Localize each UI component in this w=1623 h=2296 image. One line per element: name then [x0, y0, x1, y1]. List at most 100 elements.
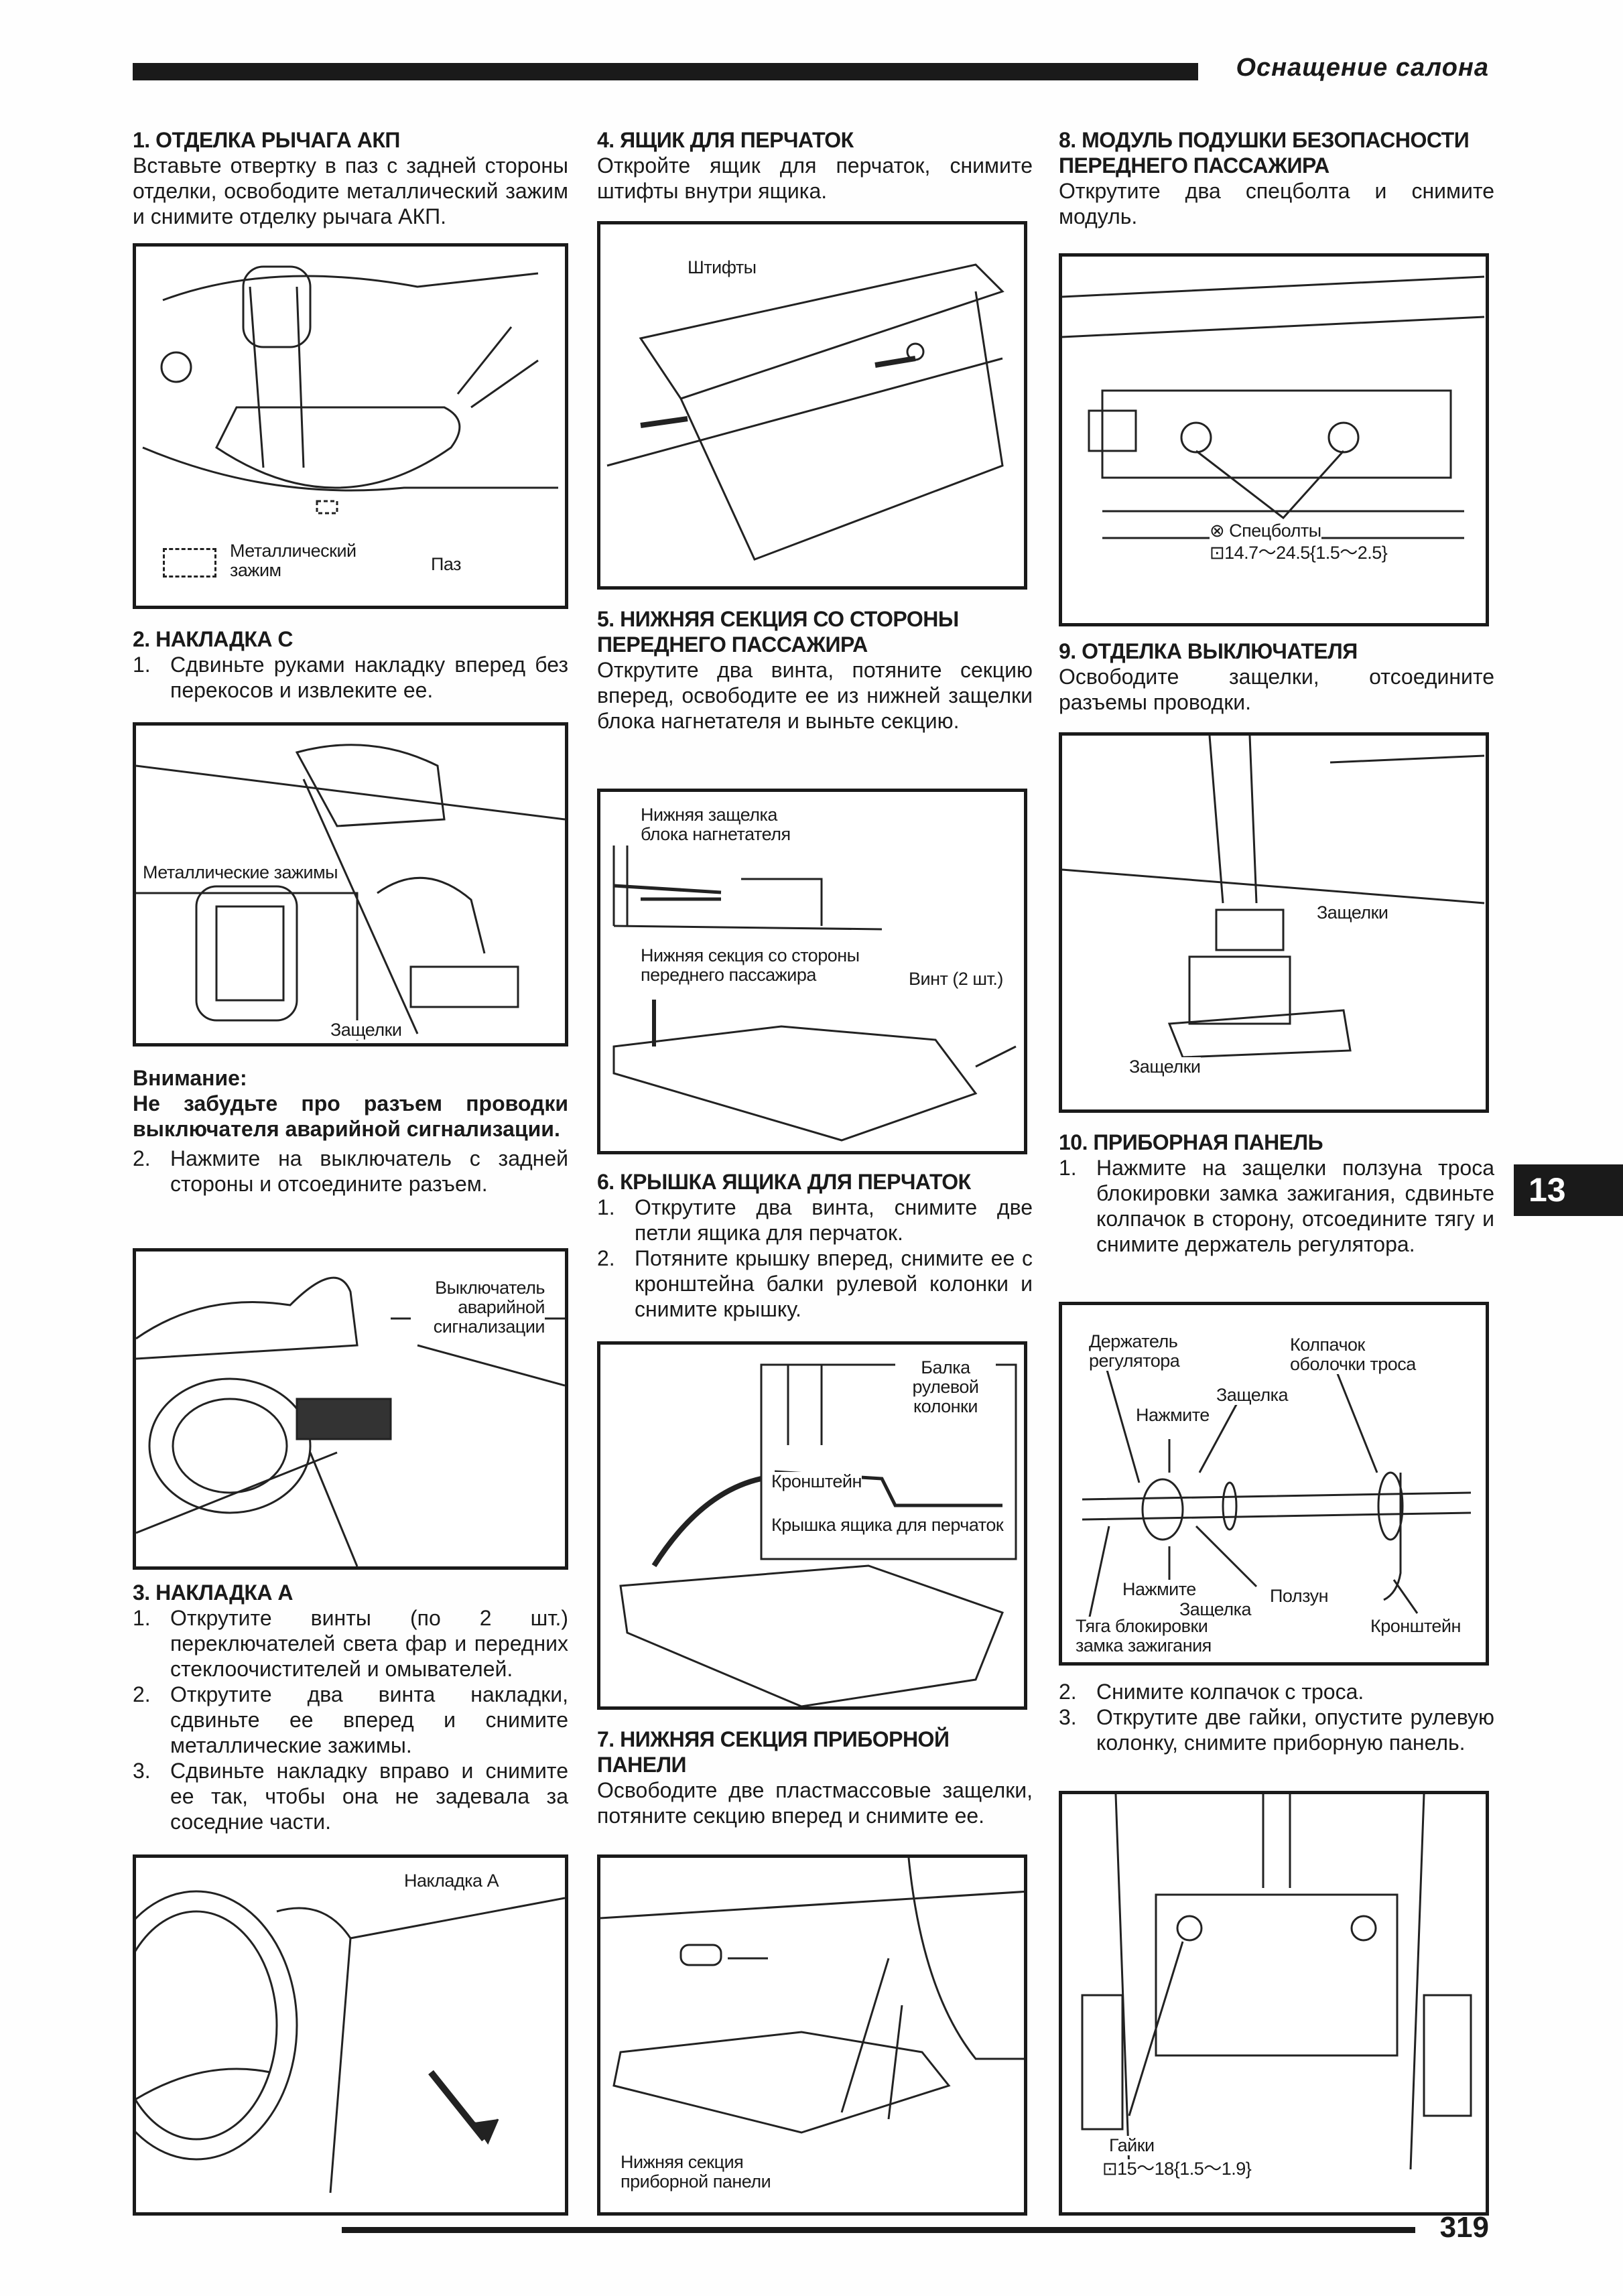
figure-hazard-switch: Выключатель аварийной сигнализации: [133, 1248, 568, 1570]
list-item: 1. Открутите винты (по 2 шт.) переключате…: [133, 1605, 568, 1682]
label-lower-section: Нижняя секция со стороны переднего пасса…: [641, 946, 875, 985]
list-item: 2. Снимите колпачок с троса.: [1059, 1679, 1494, 1704]
section-5: 5. НИЖНЯЯ СЕКЦИЯ СО СТОРОНЫ ПЕРЕДНЕГО ПА…: [597, 606, 1033, 734]
dashed-box-icon: [163, 548, 216, 578]
item-number: 1.: [133, 653, 151, 677]
list-item: 2. Потяните крышку вперед, снимите ее с к…: [597, 1245, 1033, 1322]
figure-lower-instrument-section: Нижняя секция приборной панели: [597, 1854, 1027, 2216]
header-bar: [133, 63, 1198, 80]
section-10: 10. ПРИБОРНАЯ ПАНЕЛЬ 1. Нажмите на защелк…: [1059, 1130, 1494, 1257]
item-text: Потяните крышку вперед, снимите ее с кро…: [635, 1246, 1033, 1321]
section-text: Освободите две пластмассовые защелки, по…: [597, 1778, 1033, 1828]
warning-title: Внимание:: [133, 1066, 247, 1090]
section-heading: 5. НИЖНЯЯ СЕКЦИЯ СО СТОРОНЫ ПЕРЕДНЕГО ПА…: [597, 607, 959, 657]
section-text: Откройте ящик для перчаток, снимите штиф…: [597, 153, 1033, 203]
footer-rule: [342, 2227, 1415, 2233]
section-heading: 9. ОТДЕЛКА ВЫКЛЮЧАТЕЛЯ: [1059, 639, 1358, 663]
label-cable-cap: Колпачок оболочки троса: [1290, 1335, 1437, 1374]
section-10-cont: 2. Снимите колпачок с троса. 3. Открутите …: [1059, 1679, 1494, 1755]
section-title: Оснащение салона: [1236, 54, 1489, 82]
section-9: 9. ОТДЕЛКА ВЫКЛЮЧАТЕЛЯ Освободите защелк…: [1059, 638, 1494, 715]
item-number: 3.: [133, 1759, 151, 1783]
section-heading: 3. НАКЛАДКА А: [133, 1580, 294, 1605]
label-regulator-holder: Держатель регулятора: [1089, 1332, 1203, 1371]
label-press-bottom: Нажмите: [1122, 1579, 1196, 1599]
list-item: 2. Нажмите на выключатель с задней сторон…: [133, 1146, 568, 1197]
section-3: 3. НАКЛАДКА А 1. Открутите винты (по 2 шт…: [133, 1580, 568, 1834]
figure-shift-lever-trim: Металлический зажим Паз: [133, 243, 568, 609]
label-bracket: Кронштейн: [771, 1471, 862, 1491]
item-number: 2.: [133, 1682, 151, 1706]
list-item: 3. Открутите две гайки, опустите рулевую …: [1059, 1704, 1494, 1755]
label-slider: Ползун: [1270, 1586, 1329, 1606]
section-heading: 4. ЯЩИК ДЛЯ ПЕРЧАТОК: [597, 128, 854, 152]
section-1: 1. ОТДЕЛКА РЫЧАГА АКП Вставьте отвертку …: [133, 127, 568, 229]
label-hazard-switch: Выключатель аварийной сигнализации: [411, 1278, 545, 1337]
list-item: 1. Нажмите на защелки ползуна троса блоки…: [1059, 1155, 1494, 1257]
item-text: Нажмите на выключатель с задней стороны …: [170, 1146, 568, 1196]
figure-ignition-cable: Держатель регулятора Колпачок оболочки т…: [1059, 1302, 1489, 1666]
label-press-top: Нажмите: [1136, 1405, 1210, 1425]
item-number: 2.: [1059, 1680, 1077, 1704]
section-2: 2. НАКЛАДКА С 1. Сдвиньте руками накладку…: [133, 626, 568, 703]
section-heading: 6. КРЫШКА ЯЩИКА ДЛЯ ПЕРЧАТОК: [597, 1170, 971, 1194]
torque-text: 15～18{1.5～1.9}: [1117, 2159, 1252, 2179]
section-heading: 10. ПРИБОРНАЯ ПАНЕЛЬ: [1059, 1130, 1323, 1154]
label-metal-clips: Металлические зажимы: [143, 862, 338, 882]
section-6: 6. КРЫШКА ЯЩИКА ДЛЯ ПЕРЧАТОК 1.Открутите…: [597, 1169, 1033, 1322]
label-screw: Винт (2 шт.): [909, 969, 1003, 989]
warning-block: Внимание: Не забудьте про разъем проводк…: [133, 1065, 568, 1197]
item-number: 2.: [597, 1246, 615, 1270]
figure-panel-a: Накладка А: [133, 1854, 568, 2216]
torque-wrench-icon: ⊡: [1102, 2159, 1118, 2179]
list-item: 2. Открутите два винта накладки, сдвиньте…: [133, 1682, 568, 1758]
item-number: 1.: [1059, 1156, 1077, 1180]
item-number: 3.: [1059, 1705, 1077, 1729]
label-panel-a: Накладка А: [404, 1871, 499, 1891]
label-latches-top: Защелки: [1317, 902, 1388, 923]
label-special-bolts: ⊗ Спецболты: [1210, 521, 1321, 541]
label-nuts: Гайки: [1109, 2135, 1155, 2155]
figure-glove-box-cover: Балка рулевой колонки Кронштейн Крышка я…: [597, 1341, 1027, 1710]
label-latch-bottom: Защелка: [1179, 1599, 1252, 1619]
figure-switch-trim: Защелки Защелки: [1059, 732, 1489, 1113]
item-text: Сдвиньте руками накладку вперед без пере…: [170, 653, 568, 702]
label-blower-latch: Нижняя защелка блока нагнетателя: [641, 805, 815, 844]
label-pins: Штифты: [688, 257, 757, 277]
label-bracket: Кронштейн: [1370, 1616, 1461, 1636]
figure-lower-section-passenger: Нижняя защелка блока нагнетателя Нижняя …: [597, 789, 1027, 1154]
item-text: Нажмите на защелки ползуна троса блокиро…: [1096, 1156, 1494, 1256]
list-item: 1.Открутите два винта, снимите две петли…: [597, 1195, 1033, 1245]
label-latch-top: Защелка: [1216, 1385, 1289, 1405]
list-item: 3. Сдвиньте накладку вправо и снимите ее …: [133, 1758, 568, 1834]
item-text: Открутите две гайки, опустите рулевую ко…: [1096, 1705, 1494, 1755]
section-4: 4. ЯЩИК ДЛЯ ПЕРЧАТОК Откройте ящик для п…: [597, 127, 1033, 204]
item-number: 2.: [133, 1146, 151, 1170]
section-heading: 2. НАКЛАДКА С: [133, 627, 294, 651]
item-text: Сдвиньте накладку вправо и снимите ее та…: [170, 1759, 568, 1834]
label-lower-panel-section: Нижняя секция приборной панели: [621, 2153, 788, 2191]
item-text: Снимите колпачок с троса.: [1096, 1680, 1364, 1704]
section-text: Вставьте отвертку в паз с задней стороны…: [133, 153, 568, 228]
warning-text: Не забудьте про разъем проводки выключат…: [133, 1091, 568, 1141]
bolt-symbol-icon: ⊗: [1210, 521, 1230, 541]
label-torque: ⊡14.7～24.5{1.5～2.5}: [1210, 543, 1388, 563]
figure-airbag-module: ⊗ Спецболты ⊡14.7～24.5{1.5～2.5}: [1059, 253, 1489, 626]
section-text: Освободите защелки, отсоедините разъемы …: [1059, 665, 1494, 714]
figure-steering-column-nuts: Гайки ⊡15～18{1.5～1.9}: [1059, 1791, 1489, 2216]
label-nut-torque: ⊡15～18{1.5～1.9}: [1102, 2159, 1252, 2179]
item-text: Открутите два винта накладки, сдвиньте е…: [170, 1682, 568, 1757]
label-lock-rod: Тяга блокировки замка зажигания: [1076, 1617, 1223, 1656]
list-item: 1. Сдвиньте руками накладку вперед без пе…: [133, 652, 568, 703]
figure-glove-box: Штифты: [597, 221, 1027, 590]
label-glove-box-cover: Крышка ящика для перчаток: [771, 1515, 1004, 1535]
section-text: Открутите два спецболта и снимите модуль…: [1059, 179, 1494, 228]
section-heading: 1. ОТДЕЛКА РЫЧАГА АКП: [133, 128, 400, 152]
item-number: 1.: [133, 1606, 151, 1630]
section-8: 8. МОДУЛЬ ПОДУШКИ БЕЗОПАСНОСТИ ПЕРЕДНЕГО…: [1059, 127, 1494, 229]
section-7: 7. НИЖНЯЯ СЕКЦИЯ ПРИБОРНОЙ ПАНЕЛИ Освобо…: [597, 1727, 1033, 1828]
page-number: 319: [1439, 2211, 1489, 2244]
item-text: Открутите два винта, снимите две петли я…: [635, 1195, 1033, 1245]
item-text: Открутите винты (по 2 шт.) переключателе…: [170, 1606, 568, 1681]
label-latches-bottom: Защелки: [1129, 1057, 1201, 1077]
